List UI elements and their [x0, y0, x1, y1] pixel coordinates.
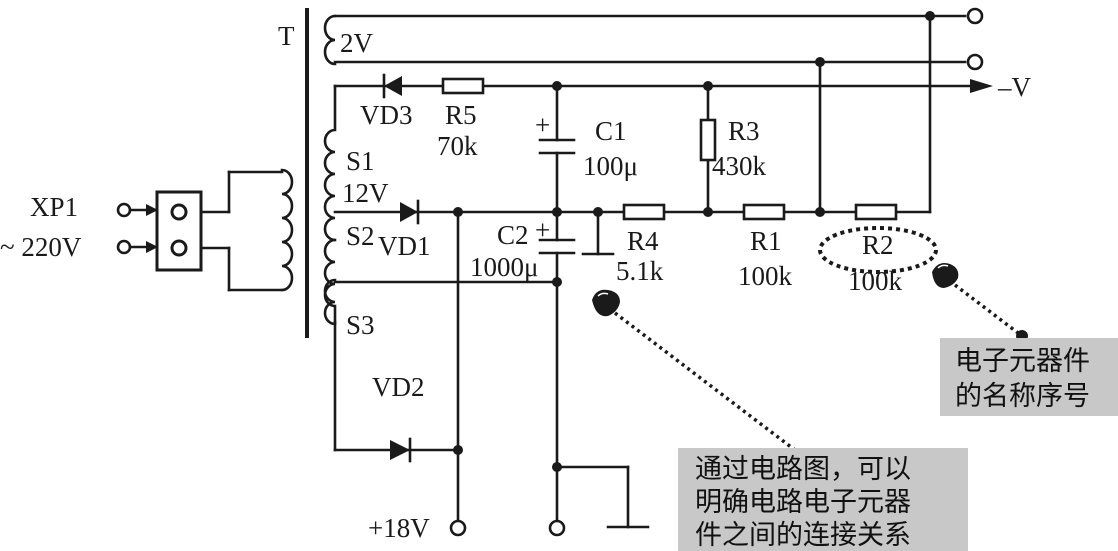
secondary-coil-s3: [323, 278, 337, 326]
c1-plus: +: [535, 110, 550, 140]
label-r4-value: 5.1k: [616, 256, 664, 286]
plug-pin: [170, 239, 188, 257]
r2-highlight-ellipse: [818, 226, 938, 274]
terminal-top: [966, 7, 984, 25]
label-2v: 2V: [340, 28, 374, 58]
junction: [552, 462, 562, 472]
label-c2-value: 1000μ: [470, 252, 538, 282]
label-vd1: VD1: [378, 231, 431, 261]
label-s2: S2: [346, 221, 375, 251]
secondary-coil-main: [323, 84, 337, 324]
resistor-r2: [854, 203, 898, 221]
label-c1-value: 100μ: [583, 151, 638, 181]
terminal-2v: [966, 53, 984, 71]
note-box-component-name: [940, 338, 1118, 416]
plug-arrow-bot-head: [146, 241, 158, 253]
leader-line-r2: [953, 283, 1024, 338]
note-connection-line1: 通过电路图，可以: [695, 454, 911, 485]
junction: [703, 81, 713, 91]
label-s3: S3: [346, 310, 375, 340]
junction: [593, 207, 603, 217]
terminal-18v: [449, 519, 467, 537]
junction: [815, 57, 825, 67]
label-xp1: XP1: [30, 192, 78, 222]
note-connection-line3: 件之间的连接关系: [695, 520, 911, 551]
label-c1-name: C1: [595, 116, 627, 146]
junction: [453, 207, 463, 217]
label-r2-name: R2: [862, 230, 894, 260]
arrow-neg-v: [970, 79, 993, 93]
label-r1-name: R1: [750, 226, 782, 256]
junction: [815, 207, 825, 217]
secondary-coil-top: [323, 14, 337, 66]
leader-line-connection: [613, 311, 814, 465]
note-box-connection: [678, 448, 968, 551]
label-12v: 12V: [342, 178, 389, 208]
pointing-hand-icon: [592, 289, 620, 317]
label-vd3: VD3: [360, 100, 413, 130]
plug-terminal: [116, 239, 132, 255]
label-18v: +18V: [368, 513, 430, 543]
label-r5-value: 70k: [437, 131, 478, 161]
plug-pin: [170, 203, 188, 221]
label-s1: S1: [346, 146, 375, 176]
note-component-name-line1: 电子元器件: [955, 346, 1090, 377]
label-r3-value: 430k: [712, 151, 767, 181]
c2-plus: +: [535, 215, 550, 245]
plug-arrow-top-head: [146, 204, 158, 216]
label-r4-name: R4: [627, 226, 659, 256]
terminal-gnd: [548, 519, 566, 537]
junction: [552, 81, 562, 91]
junction: [453, 445, 463, 455]
resistor-r4: [622, 203, 666, 221]
plug-terminal: [116, 202, 132, 218]
resistor-r5: [441, 77, 485, 95]
label-r3-name: R3: [728, 116, 760, 146]
label-transformer: T: [278, 21, 295, 51]
resistor-r3: [699, 118, 717, 162]
junction: [703, 207, 713, 217]
diode-vd2: [390, 440, 410, 460]
diode-vd3: [384, 76, 402, 96]
pointing-hand-icon: [932, 263, 959, 288]
primary-coil: [280, 168, 294, 292]
junction: [552, 207, 562, 217]
label-r1-value: 100k: [738, 261, 793, 291]
resistor-r1: [742, 203, 786, 221]
diode-vd1: [400, 202, 418, 222]
junction: [925, 11, 935, 21]
label-220v: ~ 220V: [0, 232, 82, 262]
label-vd2: VD2: [372, 372, 425, 402]
note-component-name-line2: 的名称序号: [955, 381, 1090, 412]
label-r5-name: R5: [445, 100, 477, 130]
label-c2-name: C2: [497, 220, 529, 250]
junction: [552, 277, 562, 287]
note-connection-line2: 明确电路电子元器: [695, 487, 911, 518]
label-neg-v: –V: [997, 72, 1032, 102]
